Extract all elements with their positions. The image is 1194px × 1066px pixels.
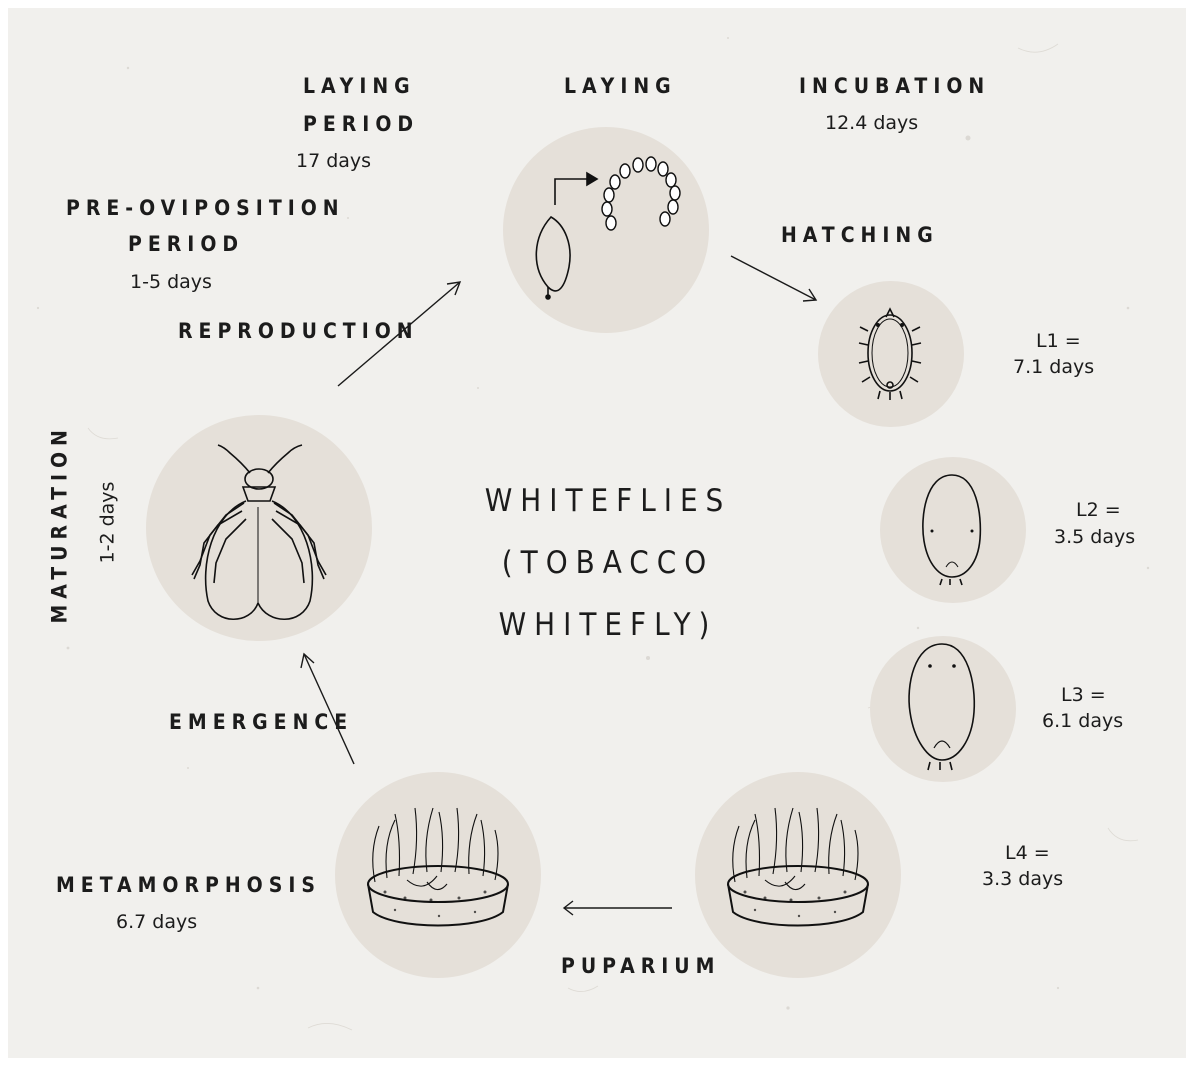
metamorphosis-label: METAMORPHOSIS [56,875,321,896]
laying-period-value: 17 days [296,152,371,171]
title-line-3: WHITEFLY) [473,594,743,656]
l3-value: 6.1 days [1042,712,1123,731]
laying-label: LAYING [564,76,677,97]
laying-period-label-1: LAYING [303,76,416,97]
l4-label: L4 = [1005,844,1050,863]
l2-label: L2 = [1076,501,1121,520]
maturation-label: MATURATION [50,444,71,624]
pre-oviposition-label-1: PRE-OVIPOSITION [66,198,345,219]
laying-period-label-2: PERIOD [303,114,419,135]
emergence-arrow [304,654,354,764]
hatching-label: HATCHING [781,225,939,246]
hatching-arrow [731,256,816,300]
emergence-label: EMERGENCE [169,712,353,733]
puparium-label: PUPARIUM [561,956,720,977]
l1-value: 7.1 days [1013,358,1094,377]
metamorphosis-value: 6.7 days [116,913,197,932]
l2-value: 3.5 days [1054,528,1135,547]
reproduction-label: REPRODUCTION [178,321,419,342]
pre-oviposition-value: 1-5 days [130,273,212,292]
l4-value: 3.3 days [982,870,1063,889]
diagram-title: WHITEFLIES (TOBACCO WHITEFLY) [473,470,743,656]
title-line-1: WHITEFLIES [473,470,743,532]
title-line-2: (TOBACCO [473,532,743,594]
maturation-value: 1-2 days [99,473,118,573]
diagram-canvas: LAYING PERIOD 17 days LAYING INCUBATION … [8,8,1186,1058]
incubation-value: 12.4 days [825,114,918,133]
incubation-label: INCUBATION [799,76,990,97]
l1-label: L1 = [1036,332,1081,351]
l3-label: L3 = [1061,686,1106,705]
pre-oviposition-label-2: PERIOD [128,234,244,255]
